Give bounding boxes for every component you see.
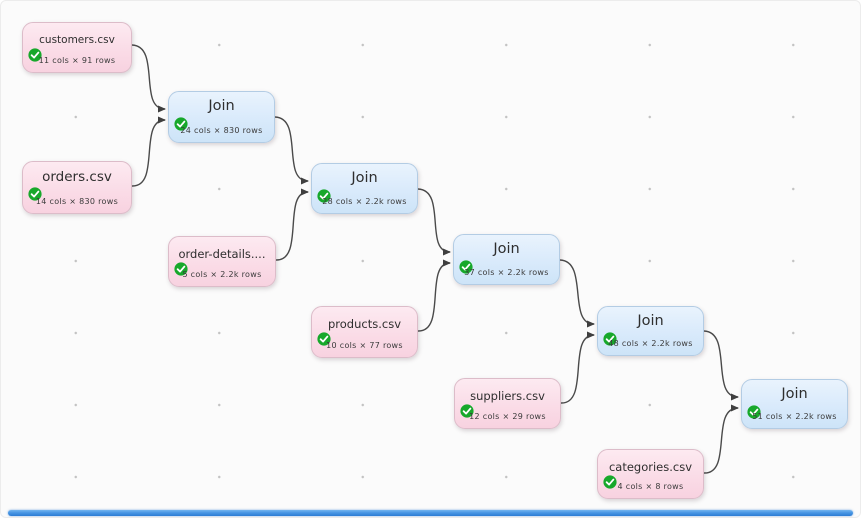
status-ok-icon xyxy=(459,260,473,274)
window-bottom-edge xyxy=(8,510,853,516)
node-join-3[interactable]: Join 37 cols × 2.2k rows xyxy=(453,234,560,285)
node-stats: 10 cols × 77 rows xyxy=(326,341,403,350)
node-stats: 28 cols × 2.2k rows xyxy=(322,197,407,206)
status-ok-icon xyxy=(174,117,188,131)
status-ok-icon xyxy=(603,332,617,346)
status-ok-icon xyxy=(317,189,331,203)
node-products-csv[interactable]: products.csv 10 cols × 77 rows xyxy=(311,306,418,358)
connector-categories-join5 xyxy=(703,404,739,474)
connector-orderdetails-join2 xyxy=(275,188,309,261)
node-order-details-csv[interactable]: order-details.... 5 cols × 2.2k rows xyxy=(168,236,276,287)
connector-suppliers-join4 xyxy=(560,331,595,404)
connector-orders-join1 xyxy=(131,116,166,187)
node-title: products.csv xyxy=(328,317,401,331)
node-title: Join xyxy=(637,313,664,329)
node-stats: 24 cols × 830 rows xyxy=(180,126,263,135)
status-ok-icon xyxy=(28,187,42,201)
status-ok-icon xyxy=(317,332,331,346)
connector-customers-join1 xyxy=(131,44,166,113)
node-stats: 14 cols × 830 rows xyxy=(35,197,119,206)
connector-join4-join5 xyxy=(703,330,739,401)
node-title: categories.csv xyxy=(608,460,693,474)
node-orders-csv[interactable]: orders.csv 14 cols × 830 rows xyxy=(22,161,132,214)
connector-join2-join3 xyxy=(417,188,451,256)
node-categories-csv[interactable]: categories.csv 4 cols × 8 rows xyxy=(597,449,704,499)
node-title: Join xyxy=(781,386,808,402)
node-title: order-details.... xyxy=(178,247,266,261)
node-title: customers.csv xyxy=(39,34,115,46)
node-join-4[interactable]: Join 48 cols × 2.2k rows xyxy=(597,306,704,356)
status-ok-icon xyxy=(174,262,188,276)
node-customers-csv[interactable]: customers.csv 11 cols × 91 rows xyxy=(22,22,132,73)
status-ok-icon xyxy=(28,48,42,62)
node-stats: 37 cols × 2.2k rows xyxy=(464,268,549,277)
connector-join1-join2 xyxy=(274,116,309,185)
connector-join3-join4 xyxy=(559,259,595,328)
node-join-2[interactable]: Join 28 cols × 2.2k rows xyxy=(311,163,418,214)
node-title: Join xyxy=(351,170,378,186)
node-stats: 5 cols × 2.2k rows xyxy=(182,270,262,279)
status-ok-icon xyxy=(460,404,474,418)
node-stats: 4 cols × 8 rows xyxy=(617,482,684,491)
node-stats: 51 cols × 2.2k rows xyxy=(752,412,837,421)
node-stats: 12 cols × 29 rows xyxy=(469,412,546,421)
node-stats: 48 cols × 2.2k rows xyxy=(608,339,693,348)
node-title: orders.csv xyxy=(42,169,112,185)
node-title: Join xyxy=(493,241,520,257)
node-suppliers-csv[interactable]: suppliers.csv 12 cols × 29 rows xyxy=(454,378,561,429)
status-ok-icon xyxy=(603,475,617,489)
node-title: suppliers.csv xyxy=(470,389,545,403)
node-join-5[interactable]: Join 51 cols × 2.2k rows xyxy=(741,379,848,429)
node-title: Join xyxy=(208,98,235,114)
node-join-1[interactable]: Join 24 cols × 830 rows xyxy=(168,91,275,143)
node-stats: 11 cols × 91 rows xyxy=(38,56,116,65)
connector-products-join3 xyxy=(417,259,451,332)
status-ok-icon xyxy=(747,405,761,419)
